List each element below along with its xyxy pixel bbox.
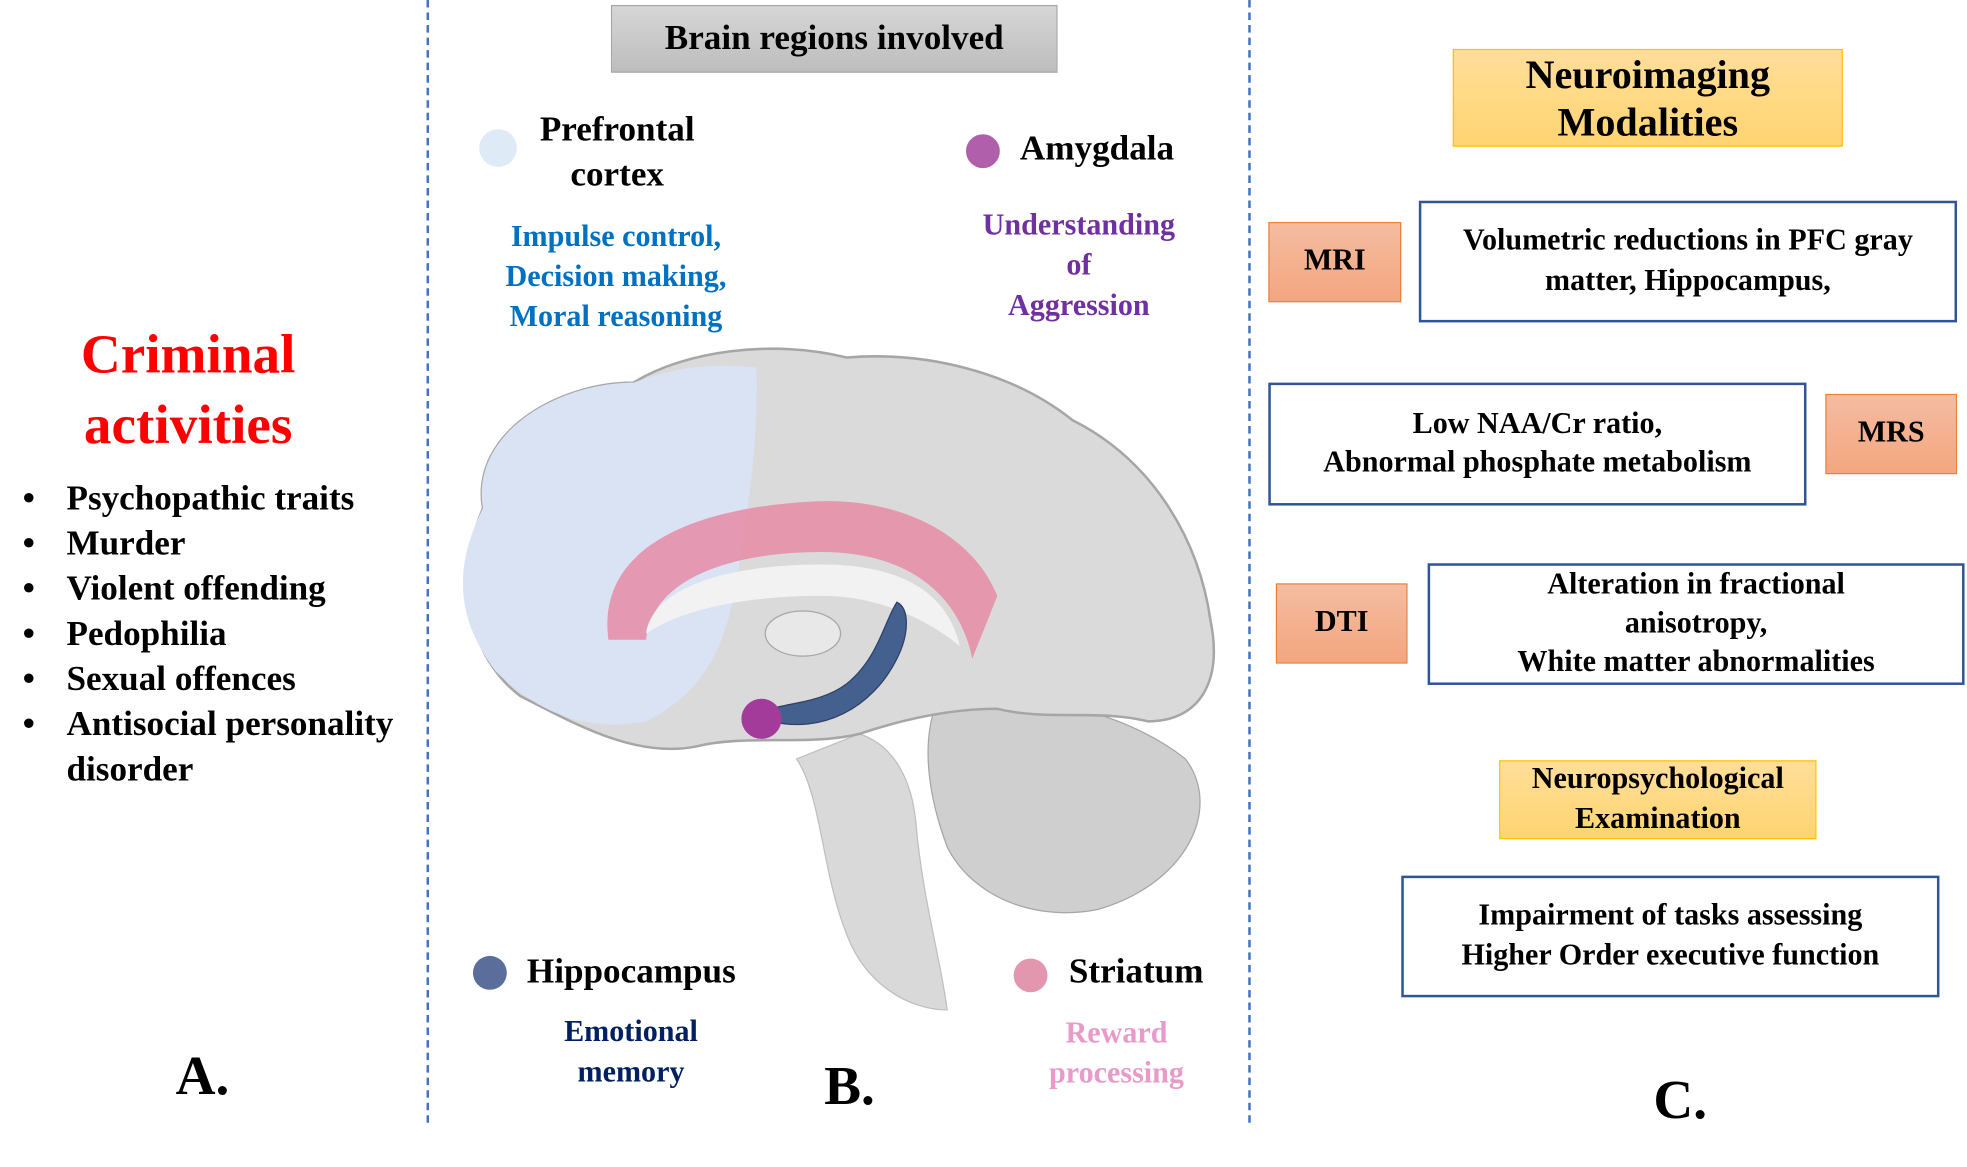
list-item: • Murder: [23, 522, 424, 567]
mri-findings: Volumetric reductions in PFC gray matter…: [1418, 200, 1958, 323]
bullet-icon: •: [22, 705, 35, 744]
divider-right: [1248, 0, 1251, 1123]
finding-line: Alteration in fractional: [1547, 567, 1845, 601]
neuroimaging-title: Neuroimaging Modalities: [1452, 48, 1843, 147]
bullet-icon: •: [22, 524, 35, 564]
function-line: Impulse control,: [510, 220, 722, 254]
list-item: • Violent offending: [23, 567, 424, 612]
item-text: Antisocial personality disorder: [66, 705, 394, 790]
item-text: Violent offending: [66, 569, 326, 609]
mri-label: MRI: [1268, 222, 1402, 303]
list-item: • Psychopathic traits: [23, 477, 424, 522]
title-line: Neuropsychological: [1531, 763, 1784, 796]
neuropsych-title: Neuropsychological Examination: [1499, 760, 1817, 840]
striatum-functions: Reward processing: [991, 1014, 1242, 1094]
dti-label: DTI: [1275, 583, 1408, 664]
finding-line: Low NAA/Cr ratio,: [1412, 407, 1663, 441]
criminal-activities-list: • Psychopathic traits • Murder • Violent of…: [23, 477, 424, 793]
amygdala-region: [741, 698, 782, 739]
list-item: • Antisocial personality disorder: [23, 703, 424, 793]
corpus-callosum: [607, 501, 998, 659]
item-text: Sexual offences: [66, 659, 296, 699]
amygdala-label: Amygdala: [1019, 129, 1175, 169]
region-name: cortex: [570, 155, 665, 195]
bullet-icon: •: [22, 479, 35, 519]
function-line: of: [1066, 249, 1092, 283]
function-line: Emotional: [564, 1016, 698, 1049]
divider-left: [426, 0, 430, 1123]
prefrontal-functions: Impulse control, Decision making, Moral …: [478, 217, 754, 337]
finding-line: White matter abnormalities: [1517, 646, 1875, 679]
finding-line: Impairment of tasks assessing: [1478, 899, 1863, 933]
function-line: Aggression: [1008, 289, 1150, 323]
panel-label-b: B.: [824, 1055, 875, 1117]
title-line: Neuroimaging: [1525, 51, 1771, 97]
prefrontal-label: Prefrontal cortex: [517, 108, 718, 198]
hippocampus-legend-dot: [472, 955, 507, 990]
function-line: Moral reasoning: [509, 301, 723, 334]
function-line: Decision making,: [505, 260, 727, 294]
panel-label-a: A.: [175, 1044, 230, 1107]
finding-line: Volumetric reductions in PFC gray: [1462, 224, 1913, 258]
hippocampus-label: Hippocampus: [526, 952, 736, 992]
mrs-label: MRS: [1825, 393, 1958, 475]
title-line: activities: [83, 393, 293, 456]
item-text: Psychopathic traits: [66, 479, 355, 519]
finding-line: Abnormal phosphate metabolism: [1323, 446, 1752, 480]
finding-line: Higher Order executive function: [1461, 938, 1880, 972]
bullet-icon: •: [22, 614, 35, 654]
neuropsych-findings: Impairment of tasks assessing Higher Ord…: [1401, 875, 1940, 998]
item-text: Murder: [66, 524, 186, 564]
title-line: Examination: [1575, 802, 1741, 835]
region-name: Prefrontal: [539, 110, 695, 150]
striatum-label: Striatum: [1068, 952, 1204, 992]
striatum-legend-dot: [1013, 958, 1048, 993]
list-item: • Pedophilia: [23, 612, 424, 657]
title-line: Criminal: [80, 323, 296, 386]
brain-regions-title: Brain regions involved: [610, 5, 1058, 73]
bullet-icon: •: [22, 569, 35, 609]
function-line: processing: [1049, 1057, 1184, 1091]
function-line: Reward: [1065, 1017, 1168, 1051]
prefrontal-cortex-region: [462, 365, 757, 725]
bullet-icon: •: [22, 659, 35, 699]
cerebellum: [927, 698, 1201, 914]
hippocampus-region: [770, 601, 907, 726]
finding-line: matter, Hippocampus,: [1545, 264, 1831, 297]
prefrontal-legend-dot: [479, 129, 517, 167]
list-item: • Sexual offences: [23, 657, 424, 702]
brain-illustration: [462, 347, 1216, 1011]
title-line: Modalities: [1557, 99, 1739, 145]
brainstem: [795, 733, 948, 1011]
function-line: memory: [577, 1056, 685, 1089]
hippocampus-functions: Emotional memory: [506, 1012, 757, 1092]
amygdala-functions: Understanding of Aggression: [953, 206, 1204, 326]
finding-line: anisotropy,: [1624, 607, 1768, 640]
item-text: Pedophilia: [66, 614, 227, 654]
mrs-findings: Low NAA/Cr ratio, Abnormal phosphate met…: [1268, 382, 1807, 506]
dti-findings: Alteration in fractional anisotropy, Whi…: [1427, 563, 1965, 685]
amygdala-legend-dot: [965, 134, 1000, 169]
panel-label-c: C.: [1653, 1068, 1708, 1131]
function-line: Understanding: [982, 209, 1176, 243]
criminal-activities-title: Criminal activities: [25, 320, 351, 461]
